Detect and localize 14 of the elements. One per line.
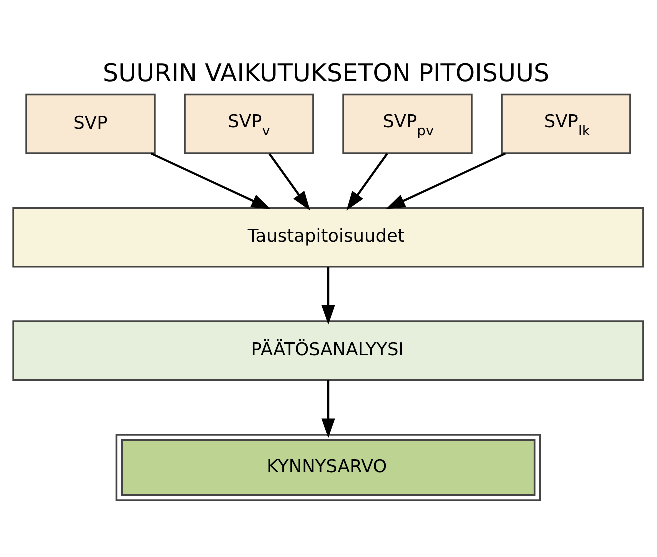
diagram-title: SUURIN VAIKUTUKSETON PITOISUUS <box>103 58 550 88</box>
node-box: SVP$_{pv}$ <box>342 94 473 154</box>
arrow <box>268 153 310 211</box>
arrow <box>346 153 388 211</box>
node-box: Taustapitoisuudet <box>12 207 644 268</box>
arrow <box>150 152 271 210</box>
node-box: SVP <box>26 94 156 154</box>
node-box: SVP$_{lk}$ <box>501 94 632 154</box>
arrow <box>322 380 336 438</box>
arrow <box>386 152 506 210</box>
node-box: KYNNYSARVO <box>116 434 542 502</box>
node-box: SVP$_{v}$ <box>184 94 314 154</box>
node-box: PÄÄTÖSANALYYSI <box>12 320 644 382</box>
arrow <box>322 267 336 325</box>
